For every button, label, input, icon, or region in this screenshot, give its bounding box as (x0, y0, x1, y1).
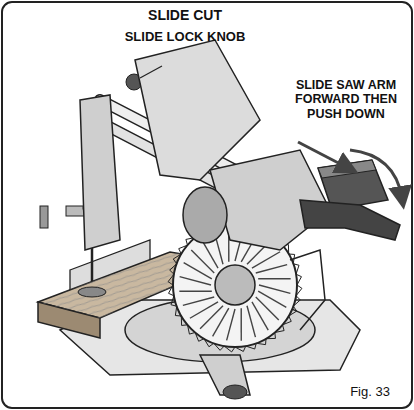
blade-tooth (296, 285, 302, 296)
blade-tooth (169, 285, 174, 296)
blade-tooth (171, 296, 177, 306)
blade-slot (191, 250, 214, 273)
blade-tooth (293, 296, 300, 306)
blade-slot (252, 302, 268, 330)
blade-tooth (179, 245, 188, 254)
blade-tooth (175, 306, 181, 316)
blade-slot (258, 278, 290, 279)
blade-tooth (204, 339, 214, 347)
blade-slot (200, 306, 223, 329)
blade-slot (179, 291, 211, 292)
blade-tooth (224, 346, 235, 352)
blade-slot (256, 297, 279, 320)
blade-tooth (235, 346, 246, 351)
figure-number: Fig. 33 (340, 385, 400, 400)
blade-tooth (195, 332, 204, 341)
instruction-label: SLIDE SAW ARM FORWARD THEN PUSH DOWN (284, 78, 408, 121)
blade-tooth (293, 264, 299, 274)
blade-tooth (188, 325, 196, 334)
figure-title: SLIDE CUT (120, 7, 250, 23)
blade-tooth (214, 343, 224, 350)
blade-tooth (181, 316, 187, 325)
blade-tooth (289, 306, 297, 316)
blade-tooth (282, 316, 291, 325)
blade-tooth (168, 274, 174, 285)
blade-slot (258, 291, 286, 307)
blade-slot (256, 265, 287, 273)
blade-slot (180, 277, 211, 285)
blade-tooth (170, 264, 177, 274)
blade-tooth (256, 339, 266, 345)
blade-slot (184, 263, 212, 279)
blade-tooth (246, 343, 256, 349)
part-label: SLIDE LOCK KNOB (118, 30, 252, 45)
blade-slot (241, 308, 242, 340)
blade-slot (227, 309, 235, 340)
blade-slot (259, 285, 290, 293)
blade-slot (190, 302, 218, 318)
blade-tooth (296, 274, 301, 285)
blade-slot (183, 297, 214, 305)
blade-slot (202, 240, 218, 268)
blade-tooth (266, 332, 275, 338)
blade-slot (252, 252, 280, 268)
blade-tooth (275, 325, 284, 333)
blade-tooth (173, 254, 181, 264)
blade-slot (213, 308, 229, 336)
blade-slot (247, 306, 255, 337)
